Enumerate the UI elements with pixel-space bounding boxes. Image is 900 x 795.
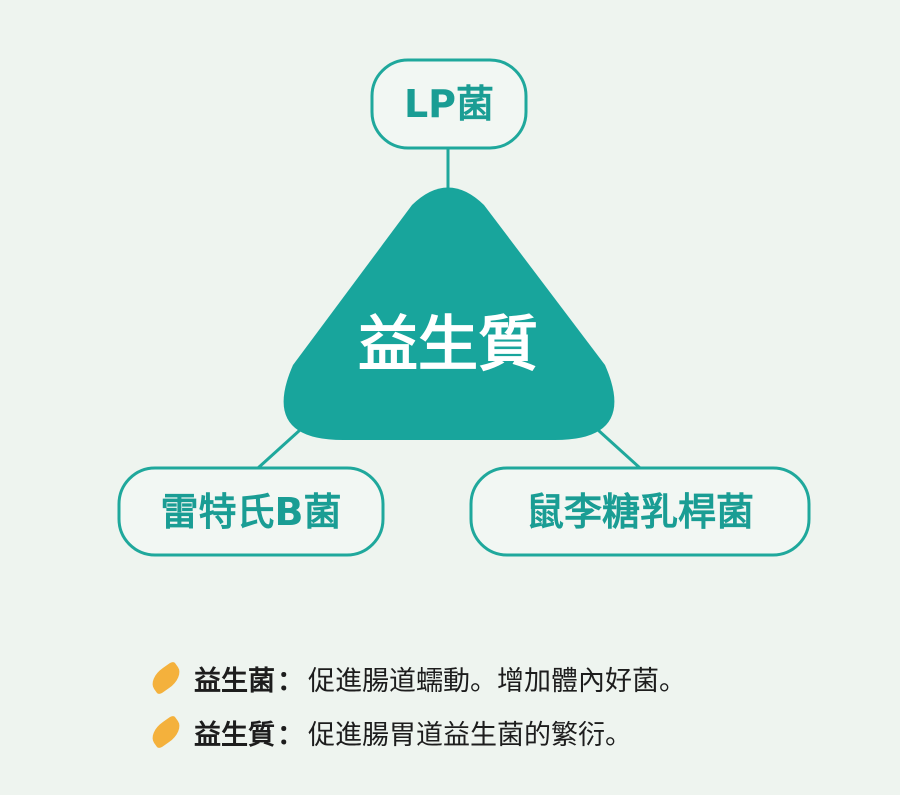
center-label: 益生質	[358, 310, 538, 380]
legend-row-probiotic: 益生菌 ： 促進腸道蠕動。增加體內好菌。	[147, 655, 686, 701]
legend-term: 益生質	[194, 719, 275, 751]
triangle-diagram: 益生質 LP菌 雷特氏B菌 鼠李糖乳桿菌	[117, 58, 811, 557]
legend-row-prebiotic: 益生質 ： 促進腸胃道益生菌的繁衍。	[147, 709, 686, 755]
connector-left	[256, 428, 302, 470]
node-left-label: 雷特氏B菌	[161, 490, 342, 534]
node-top-box	[370, 58, 528, 150]
node-right-box	[469, 466, 811, 557]
legend-separator: ：	[277, 719, 304, 751]
legend-description: 促進腸道蠕動。增加體內好菌。	[308, 665, 686, 697]
connector-right	[596, 428, 642, 470]
legend-separator: ：	[277, 665, 304, 697]
node-left-box	[117, 466, 385, 557]
center-triangle	[283, 187, 615, 440]
node-right-label: 鼠李糖乳桿菌	[526, 490, 754, 534]
legend: 益生菌 ： 促進腸道蠕動。增加體內好菌。 益生質 ： 促進腸胃道益生菌的繁衍。	[147, 655, 686, 763]
leaf-icon	[147, 714, 185, 750]
legend-term: 益生菌	[194, 665, 275, 697]
node-top-label: LP菌	[404, 82, 494, 126]
legend-description: 促進腸胃道益生菌的繁衍。	[308, 719, 632, 751]
leaf-icon	[147, 660, 185, 696]
